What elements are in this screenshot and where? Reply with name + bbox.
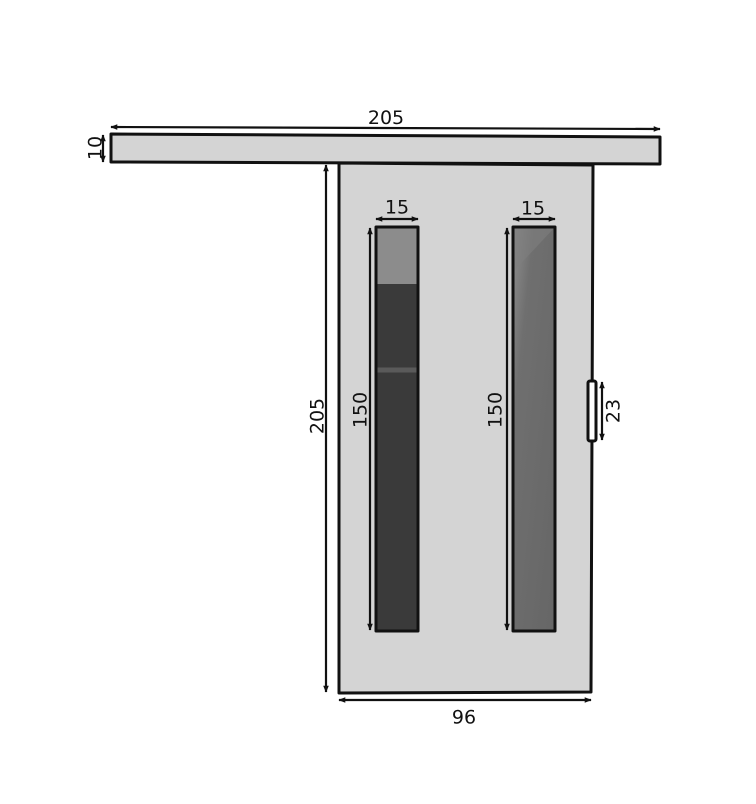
left-window-height-label: 150	[350, 392, 372, 428]
right-window-width-label: 15	[521, 198, 545, 220]
right-window-height-label: 150	[485, 392, 507, 428]
sliding-rail	[109, 132, 662, 166]
door-width-label: 96	[452, 707, 476, 729]
rail-length-label: 205	[368, 107, 404, 129]
left-window-width-label: 15	[385, 197, 409, 219]
door-height-label: 205	[307, 398, 329, 434]
left-glass-window	[374, 225, 420, 633]
rail-height-label: 10	[85, 136, 107, 160]
door-handle	[586, 379, 598, 443]
rail-length-dimension-line	[110, 124, 661, 132]
handle-height-label: 23	[603, 399, 625, 423]
right-glass-window	[511, 225, 557, 633]
